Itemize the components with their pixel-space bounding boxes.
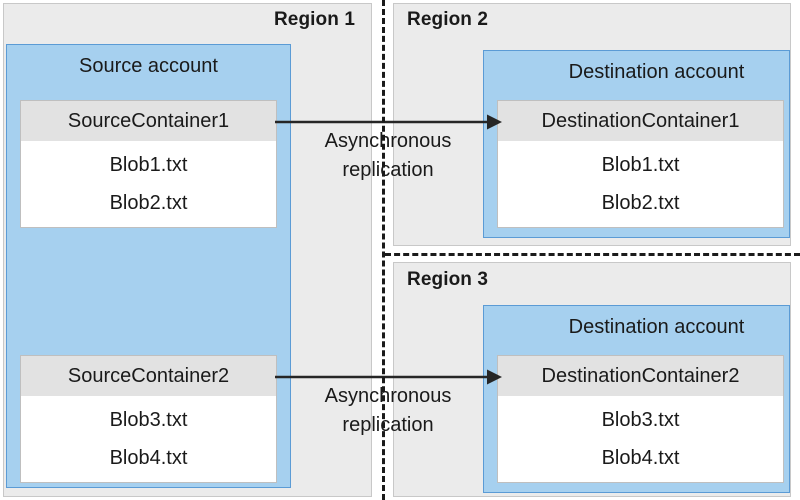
destination-container-2-box[interactable]: DestinationContainer2 Blob3.txt Blob4.tx… — [497, 355, 784, 483]
destination-container-2-blob-list: Blob3.txt Blob4.txt — [498, 396, 783, 477]
source-container-1-box[interactable]: SourceContainer1 Blob1.txt Blob2.txt — [20, 100, 277, 228]
destination-container-1-blob-list: Blob1.txt Blob2.txt — [498, 141, 783, 222]
blob-item: Blob3.txt — [601, 409, 680, 431]
blob-item: Blob1.txt — [601, 154, 680, 176]
arrow-label-line-1: Asynchronous — [324, 130, 452, 152]
source-container-2-blob-list: Blob3.txt Blob4.txt — [21, 396, 276, 477]
region-horizontal-divider — [385, 253, 800, 256]
destination-container-1-box[interactable]: DestinationContainer1 Blob1.txt Blob2.tx… — [497, 100, 784, 228]
region-2-title: Region 2 — [407, 9, 489, 30]
region-1-title: Region 1 — [273, 9, 355, 30]
arrow-label-line-2: replication — [342, 414, 434, 436]
destination-account-1-label: Destination account — [568, 61, 745, 83]
destination-container-2-header: DestinationContainer2 — [498, 356, 783, 396]
source-container-1-blob-list: Blob1.txt Blob2.txt — [21, 141, 276, 222]
arrow-label-line-2: replication — [342, 159, 434, 181]
source-container-2-header: SourceContainer2 — [21, 356, 276, 396]
blob-item: Blob4.txt — [109, 447, 188, 469]
arrow-label-line-1: Asynchronous — [324, 385, 452, 407]
blob-item: Blob2.txt — [601, 192, 680, 214]
blob-item: Blob2.txt — [109, 192, 188, 214]
blob-item: Blob1.txt — [109, 154, 188, 176]
region-vertical-divider — [382, 0, 385, 500]
destination-account-2-label: Destination account — [568, 316, 745, 338]
source-container-2-box[interactable]: SourceContainer2 Blob3.txt Blob4.txt — [20, 355, 277, 483]
replication-arrow-1-label: Asynchronous replication — [276, 127, 500, 185]
blob-item: Blob4.txt — [601, 447, 680, 469]
blob-item: Blob3.txt — [109, 409, 188, 431]
replication-arrow-2-label: Asynchronous replication — [276, 382, 500, 440]
region-3-title: Region 3 — [407, 269, 489, 290]
source-container-1-header: SourceContainer1 — [21, 101, 276, 141]
destination-container-1-header: DestinationContainer1 — [498, 101, 783, 141]
source-account-label: Source account — [79, 55, 218, 77]
